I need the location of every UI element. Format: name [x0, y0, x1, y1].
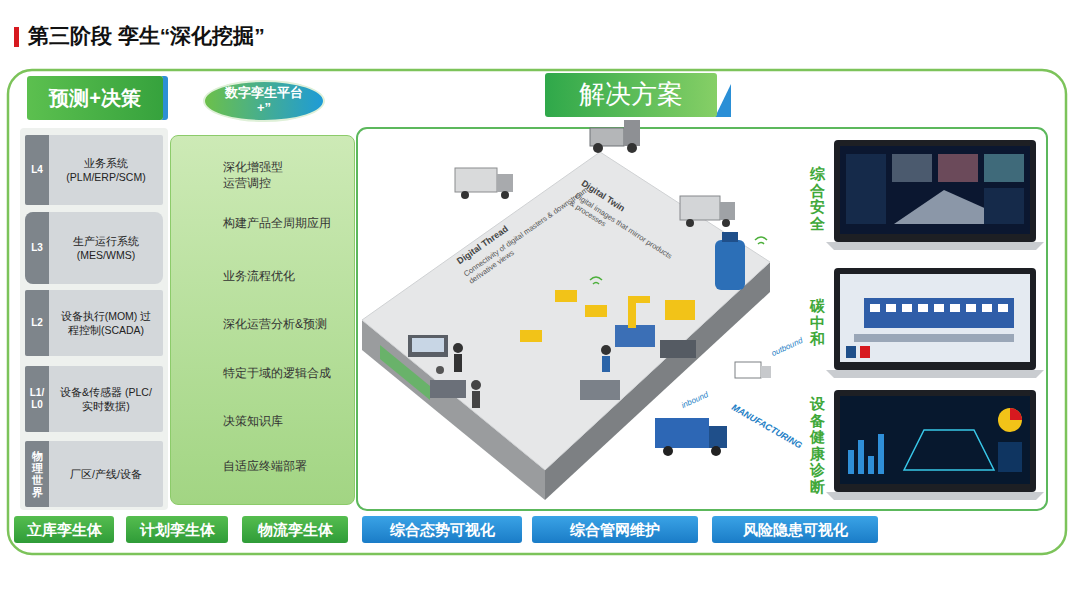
title-bar: [14, 27, 19, 47]
tier-label: 物理世界: [32, 450, 43, 498]
factory-illustration: [362, 107, 771, 500]
slide-title: 第三阶段 孪生“深化挖掘”: [28, 22, 265, 50]
laptop-screens: [826, 140, 1044, 500]
capability-item: 决策知识库: [223, 413, 348, 429]
tier-body: 业务系统 (PLM/ERP/SCM): [49, 135, 163, 205]
platform-oval-text: 数字孪生平台 +”: [218, 86, 310, 116]
screen-label: 综合安全: [810, 166, 825, 232]
tier-label: L4: [29, 164, 45, 176]
screen-label: 设备健康诊断: [810, 396, 825, 495]
tier-box: L3 生产运行系统 (MES/WMS): [25, 212, 163, 284]
tier-label: L2: [29, 317, 45, 329]
solution-banner-text: 解决方案: [579, 80, 683, 110]
tab-box: 预测+决策: [27, 76, 163, 120]
tier-box: L1/ L0 设备&传感器 (PLC/实时数据): [25, 366, 163, 432]
twin-button: 立库孪生体: [14, 516, 114, 543]
capability-item: 自适应终端部署: [223, 458, 348, 474]
tier-box: L2 设备执行(MOM) 过程控制(SCADA): [25, 290, 163, 356]
tier-label: L1/ L0: [29, 387, 45, 411]
view-button: 综合态势可视化: [362, 516, 522, 543]
tier-body: 厂区/产线/设备: [49, 441, 163, 507]
tier-text: 厂区/产线/设备: [60, 467, 152, 481]
banner-corner: [715, 84, 731, 117]
tier-column: [20, 128, 168, 510]
flow-label: outbound: [770, 336, 804, 359]
solution-panel: [357, 128, 1047, 510]
flow-label: inbound: [680, 390, 710, 411]
capability-item: 业务流程优化: [223, 268, 348, 284]
tier-text: 业务系统 (PLM/ERP/SCM): [60, 156, 152, 184]
tier-strip: L1/ L0: [25, 366, 49, 432]
tier-text: 生产运行系统 (MES/WMS): [60, 234, 152, 262]
screen-label: 碳中和: [810, 298, 825, 348]
capability-item: 深化增强型运营调控: [223, 159, 289, 191]
capability-item: 构建产品全周期应用: [223, 215, 348, 231]
twin-button-text: 物流孪生体: [258, 521, 333, 538]
view-button: 风险隐患可视化: [712, 516, 878, 543]
twin-button: 物流孪生体: [242, 516, 348, 543]
tier-text: 设备执行(MOM) 过程控制(SCADA): [60, 309, 152, 337]
tier-text: 设备&传感器 (PLC/实时数据): [60, 385, 152, 413]
capability-item: 深化运营分析&预测: [223, 316, 348, 332]
twin-button: 计划孪生体: [126, 516, 228, 543]
tier-strip: L4: [25, 135, 49, 205]
outer-frame: [8, 70, 1066, 554]
tier-body: 设备执行(MOM) 过程控制(SCADA): [49, 290, 163, 356]
twin-button-text: 计划孪生体: [140, 521, 215, 538]
tab-box-text: 预测+决策: [49, 87, 141, 110]
tier-body: 生产运行系统 (MES/WMS): [49, 212, 163, 284]
platform-oval: 数字孪生平台 +”: [203, 80, 325, 122]
twin-button-text: 立库孪生体: [27, 521, 102, 538]
capability-panel: 深化增强型运营调控构建产品全周期应用业务流程优化深化运营分析&预测特定于域的逻辑…: [170, 135, 355, 505]
solution-banner: 解决方案: [545, 73, 717, 117]
tier-box: 物理世界 厂区/产线/设备: [25, 441, 163, 507]
tier-box: L4 业务系统 (PLM/ERP/SCM): [25, 135, 163, 205]
tier-strip: L2: [25, 290, 49, 356]
tier-body: 设备&传感器 (PLC/实时数据): [49, 366, 163, 432]
tier-strip: 物理世界: [25, 441, 49, 507]
view-button-text: 风险隐患可视化: [743, 521, 848, 538]
tier-label: L3: [29, 242, 45, 254]
tier-strip: L3: [25, 212, 49, 284]
flow-label: MANUFACTURING: [730, 402, 804, 451]
view-button: 综合管网维护: [532, 516, 698, 543]
capability-item: 特定于域的逻辑合成: [223, 365, 348, 381]
view-button-text: 综合管网维护: [570, 521, 660, 538]
view-button-text: 综合态势可视化: [390, 521, 495, 538]
